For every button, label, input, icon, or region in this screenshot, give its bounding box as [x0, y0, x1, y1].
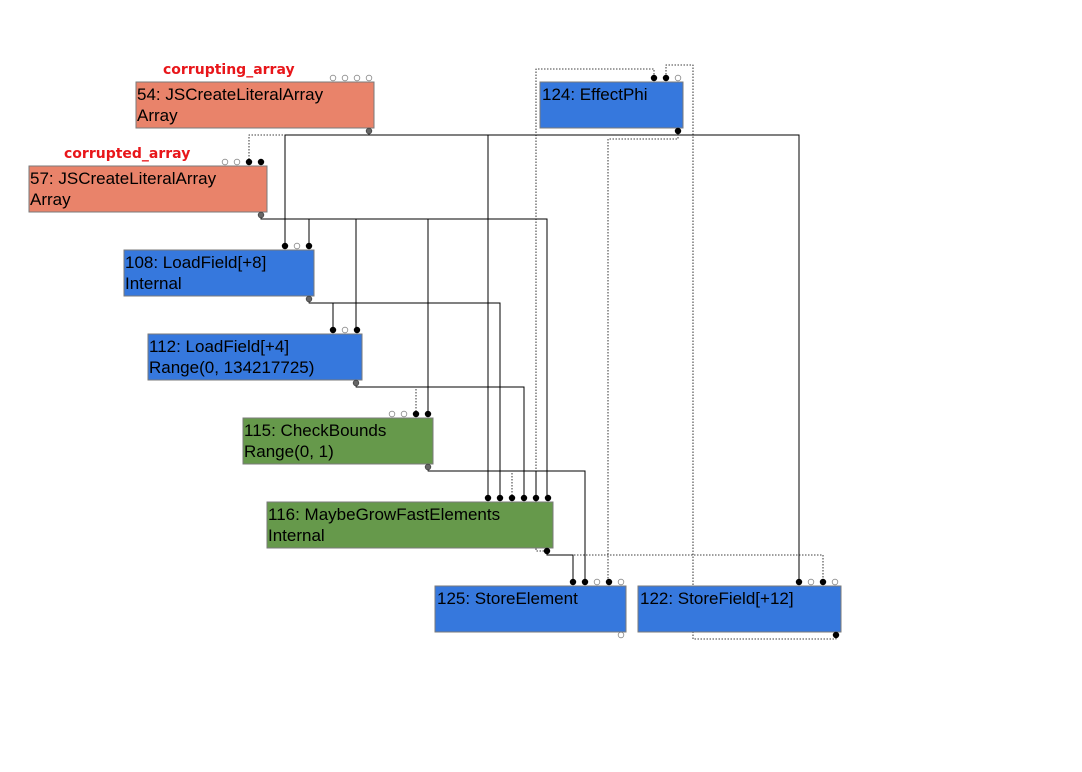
node-116-box	[266, 501, 554, 549]
port-125-in-3	[593, 578, 601, 586]
port-108-out	[305, 295, 313, 303]
port-54-out	[365, 127, 373, 135]
node-115-type: Range(0, 1)	[244, 442, 334, 461]
node-125-box	[434, 585, 627, 633]
port-125-in-5	[617, 578, 625, 586]
node-57-box	[28, 165, 268, 213]
port-112-in-3	[353, 326, 361, 334]
port-108-in-1	[281, 242, 289, 250]
ports	[221, 74, 840, 639]
node-112-title: 112: LoadField[+4]	[149, 337, 289, 356]
node-122-title: 122: StoreField[+12]	[640, 589, 794, 608]
port-116-in-4	[520, 494, 528, 502]
edge-57-116b	[428, 218, 548, 497]
node-57-type: Array	[30, 190, 71, 209]
port-116-in-1	[484, 494, 492, 502]
port-124-in-3	[674, 74, 682, 82]
node-116-title: 116: MaybeGrowFastElements	[268, 505, 500, 524]
port-122-in-3	[819, 578, 827, 586]
port-124-in-2	[662, 74, 670, 82]
port-54-in-3	[353, 74, 361, 82]
node-57[interactable]: corrupted_array 57: JSCreateLiteralArray…	[28, 146, 268, 213]
node-112-box	[147, 333, 363, 381]
port-57-in-3	[245, 158, 253, 166]
port-57-in-1	[221, 158, 229, 166]
port-54-in-1	[329, 74, 337, 82]
edge-115-116	[428, 470, 537, 497]
port-115-in-1	[388, 410, 396, 418]
port-57-in-4	[257, 158, 265, 166]
node-115[interactable]: 115: CheckBounds Range(0, 1)	[242, 417, 434, 465]
port-122-out	[832, 631, 840, 639]
port-115-in-3	[412, 410, 420, 418]
edge-54-122	[488, 134, 800, 581]
edge-57-116a	[261, 218, 357, 330]
node-124-box	[539, 81, 684, 129]
node-125[interactable]: 125: StoreElement	[434, 585, 627, 633]
node-124-title: 124: EffectPhi	[542, 85, 648, 104]
node-57-title: 57: JSCreateLiteralArray	[30, 169, 217, 188]
node-108-title: 108: LoadField[+8]	[125, 253, 266, 272]
port-122-in-2	[807, 578, 815, 586]
edge-108-112-effect	[308, 299, 334, 330]
node-54-label: corrupting_array	[163, 62, 295, 78]
edge-116-to-124	[535, 68, 655, 552]
edge-124-125-effect	[607, 131, 679, 581]
port-116-in-6	[544, 494, 552, 502]
node-54-type: Array	[137, 106, 178, 125]
edge-108-116	[309, 302, 501, 497]
node-122[interactable]: 122: StoreField[+12]	[637, 585, 842, 633]
edge-116-122-effect	[547, 554, 824, 581]
edge-loop-to-124	[665, 64, 837, 640]
edge-112-116	[356, 386, 525, 497]
node-112-type: Range(0, 134217725)	[149, 358, 314, 377]
node-124[interactable]: 124: EffectPhi	[539, 81, 684, 129]
port-115-in-2	[400, 410, 408, 418]
node-54-title: 54: JSCreateLiteralArray	[137, 85, 324, 104]
edges	[248, 64, 837, 640]
port-112-out	[352, 379, 360, 387]
node-115-box	[242, 417, 434, 465]
port-57-in-2	[233, 158, 241, 166]
port-112-in-2	[341, 326, 349, 334]
port-116-out	[543, 547, 551, 555]
node-54[interactable]: corrupting_array 54: JSCreateLiteralArra…	[135, 62, 375, 129]
port-125-out	[617, 631, 625, 639]
node-116-type: Internal	[268, 526, 325, 545]
port-115-out	[424, 463, 432, 471]
edge-116-125	[546, 551, 574, 581]
port-124-in-1	[650, 74, 658, 82]
node-116[interactable]: 116: MaybeGrowFastElements Internal	[266, 501, 554, 549]
port-116-in-3	[508, 494, 516, 502]
port-116-in-5	[532, 494, 540, 502]
port-108-in-3	[305, 242, 313, 250]
port-108-in-2	[293, 242, 301, 250]
edge-115-125	[536, 470, 586, 581]
node-57-label: corrupted_array	[64, 146, 190, 162]
port-54-in-4	[365, 74, 373, 82]
port-54-in-2	[341, 74, 349, 82]
node-108[interactable]: 108: LoadField[+8] Internal	[123, 249, 315, 297]
port-57-out	[257, 211, 265, 219]
node-108-type: Internal	[125, 274, 182, 293]
node-115-title: 115: CheckBounds	[244, 421, 386, 440]
node-122-box	[637, 585, 842, 633]
port-112-in-1	[329, 326, 337, 334]
node-54-box	[135, 81, 375, 129]
node-108-box	[123, 249, 315, 297]
port-125-in-1	[569, 578, 577, 586]
port-125-in-2	[581, 578, 589, 586]
port-115-in-4	[424, 410, 432, 418]
node-112[interactable]: 112: LoadField[+4] Range(0, 134217725)	[147, 333, 363, 381]
port-124-out	[674, 127, 682, 135]
port-125-in-4	[605, 578, 613, 586]
node-125-title: 125: StoreElement	[437, 589, 578, 608]
port-116-in-2	[496, 494, 504, 502]
port-122-in-1	[795, 578, 803, 586]
port-122-in-4	[831, 578, 839, 586]
